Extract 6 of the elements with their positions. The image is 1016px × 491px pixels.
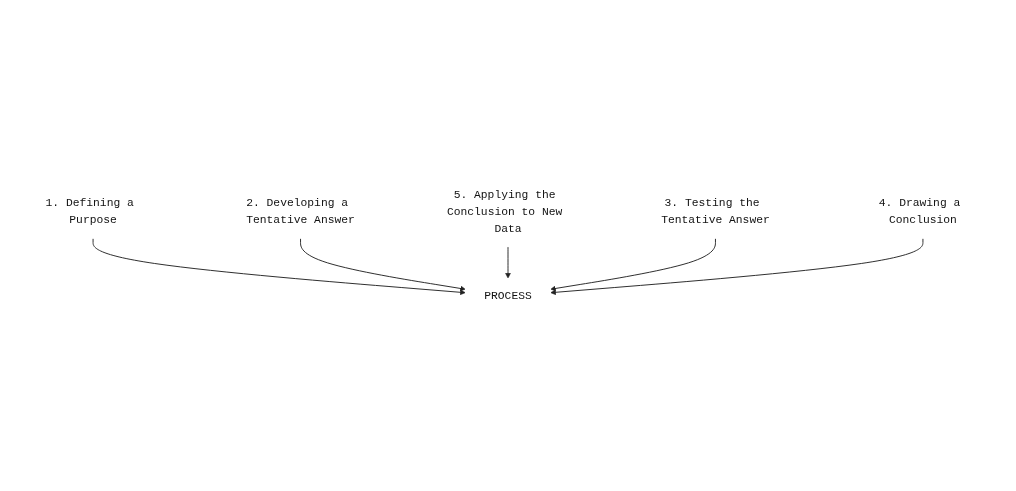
node-text: 5. Applying the Conclusion to New Data bbox=[446, 188, 563, 235]
node-text: 3. Testing the Tentative Answer bbox=[661, 196, 770, 227]
node-text: PROCESS bbox=[484, 289, 532, 303]
node-text: 1. Defining a Purpose bbox=[45, 196, 134, 227]
node-text: 2. Developing a Tentative Answer bbox=[246, 196, 355, 227]
node-text: 4. Drawing a Conclusion bbox=[878, 196, 961, 227]
